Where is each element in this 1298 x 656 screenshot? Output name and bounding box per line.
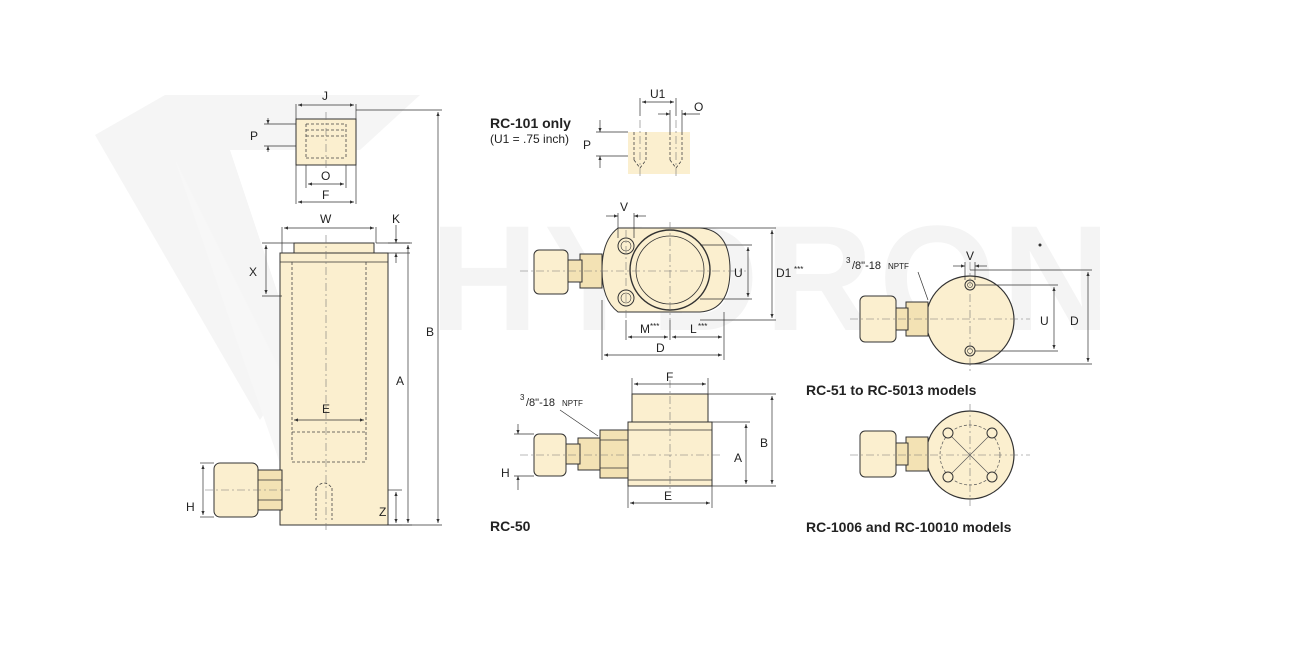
- dim-label-B-rc50: B: [760, 436, 768, 450]
- caption-rc101: RC-101 only: [490, 115, 571, 131]
- dim-label-A: A: [396, 374, 404, 388]
- dim-label-V-rc50: V: [620, 200, 628, 214]
- rc50-coupler: [533, 249, 569, 295]
- dim-label-E: E: [322, 402, 330, 416]
- nptf-num-rc51: 3: [846, 256, 851, 265]
- dim-label-L: L: [690, 322, 697, 336]
- rc101-detail: RC-101 only (U1 = .75 inch) U1 O P: [490, 87, 703, 176]
- dim-label-D1: D1: [776, 266, 792, 280]
- dim-label-H-rc50: H: [501, 466, 510, 480]
- rc50-top-view: V U D1 *** M *** L *** D: [520, 200, 803, 360]
- dim-label-U-rc50: U: [734, 266, 743, 280]
- dim-label-E-rc50: E: [664, 489, 672, 503]
- dim-label-H: H: [186, 500, 195, 514]
- watermark-text: HYDRON: [430, 194, 1116, 362]
- caption-rc1006: RC-1006 and RC-10010 models: [806, 519, 1012, 535]
- nptf-den-rc50: /8"-18: [526, 397, 555, 409]
- nptf-num-rc50: 3: [520, 393, 525, 402]
- nptf-den-rc51: /8"-18: [852, 260, 881, 272]
- dim-label-M: M: [640, 322, 650, 336]
- caption-rc101-note: (U1 = .75 inch): [490, 132, 569, 146]
- dim-label-K: K: [392, 212, 400, 226]
- dim-label-F-rc50: F: [666, 370, 673, 384]
- coupler: [213, 462, 259, 518]
- dim-label-Z: Z: [379, 505, 386, 519]
- dim-label-B: B: [426, 325, 434, 339]
- dim-label-U-rc51: U: [1040, 314, 1049, 328]
- nptf-small-rc50: NPTF: [562, 399, 583, 408]
- dim-label-D1-stars: ***: [794, 265, 803, 274]
- rc1006-view: RC-1006 and RC-10010 models: [806, 404, 1030, 535]
- rc51-view: 3 /8"-18 NPTF V U D RC-51 to RC-5013 mod…: [806, 249, 1092, 398]
- caption-rc51: RC-51 to RC-5013 models: [806, 382, 977, 398]
- rc101-block: [628, 132, 690, 174]
- main-cylinder-view: J P O F W: [186, 89, 442, 530]
- rc50-side-view: 3 /8"-18 NPTF F B A E H RC-50: [490, 370, 776, 534]
- nptf-small-rc51: NPTF: [888, 262, 909, 271]
- dim-label-U1: U1: [650, 87, 666, 101]
- dim-label-A-rc50: A: [734, 451, 742, 465]
- dim-label-V-rc51: V: [966, 249, 974, 263]
- dim-label-O-rc101: O: [694, 100, 703, 114]
- dim-label-M-stars: ***: [650, 322, 659, 331]
- dim-label-L-stars: ***: [698, 322, 707, 331]
- dim-label-O: O: [321, 169, 330, 183]
- caption-rc50: RC-50: [490, 518, 531, 534]
- dim-label-X: X: [249, 265, 257, 279]
- dim-label-W: W: [320, 212, 332, 226]
- dim-label-P-rc101: P: [583, 138, 591, 152]
- cylinder-body: [279, 252, 389, 526]
- dim-label-D-rc50: D: [656, 341, 665, 355]
- dim-label-J: J: [322, 89, 328, 103]
- dim-label-F: F: [322, 188, 329, 202]
- dim-label-P: P: [250, 129, 258, 143]
- dim-label-D-rc51: D: [1070, 314, 1079, 328]
